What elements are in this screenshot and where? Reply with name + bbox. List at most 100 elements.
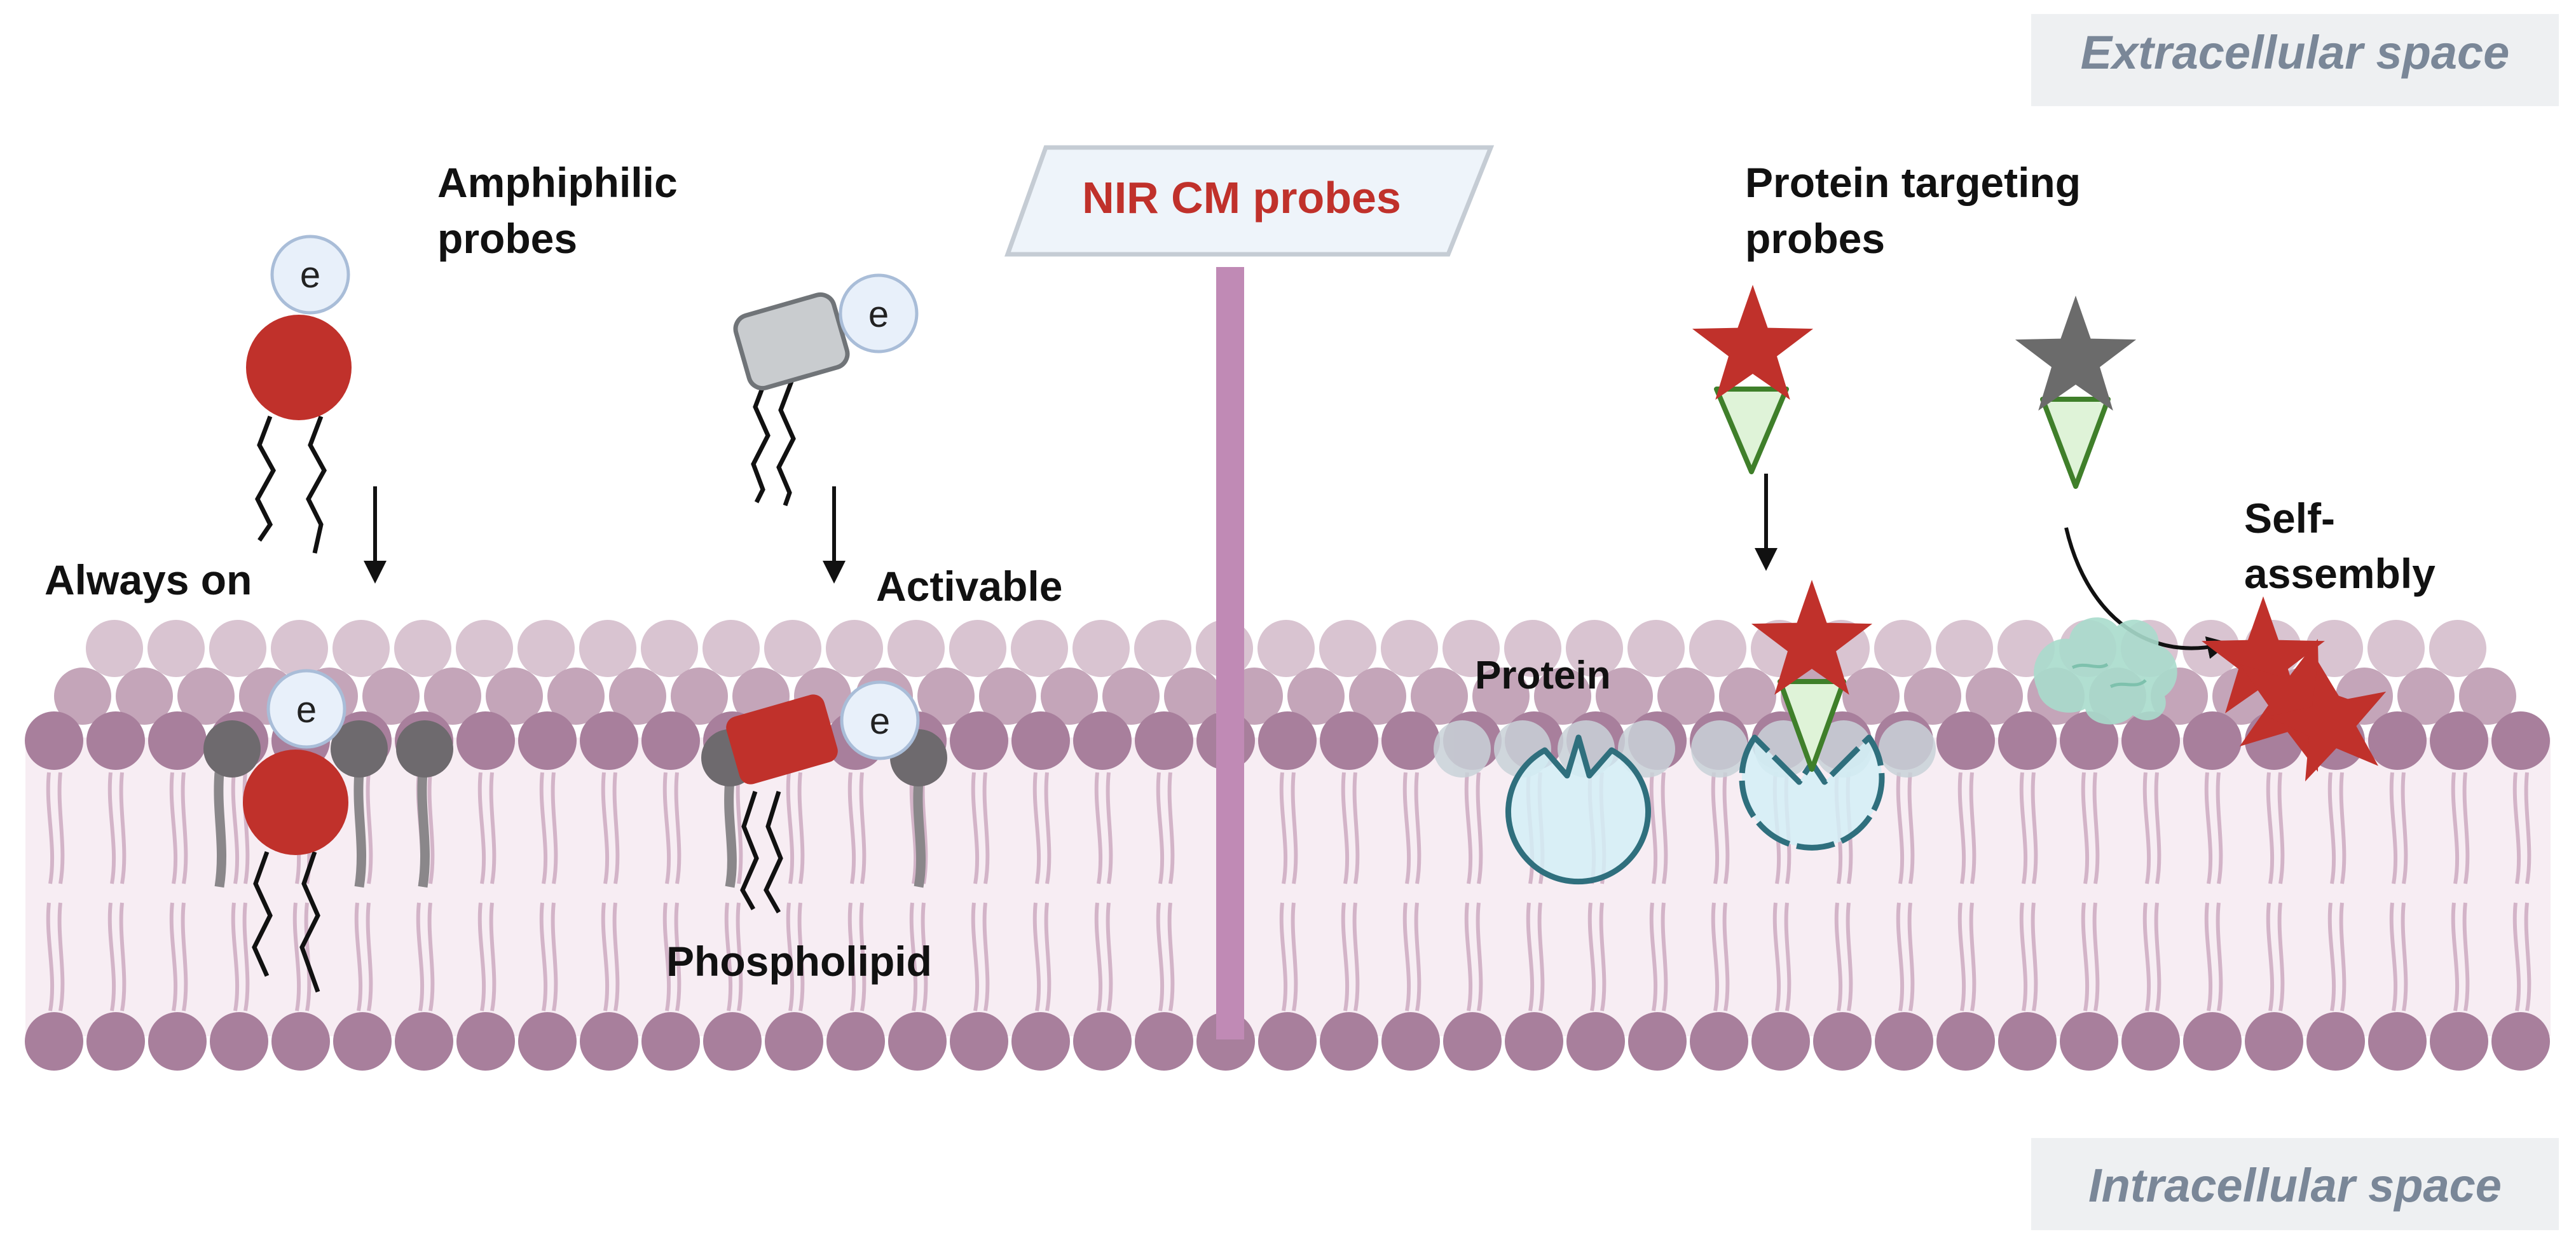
membrane-head	[333, 1012, 392, 1071]
lipid-tail	[231, 772, 240, 884]
membrane-head	[210, 1012, 268, 1071]
lipid-tail	[2339, 902, 2346, 1011]
lipid-tail	[1464, 902, 1473, 1011]
membrane-upper-back-heads	[86, 620, 2486, 677]
membrane-head	[1842, 668, 1900, 725]
membrane-head	[2183, 1012, 2242, 1071]
membrane-head	[1904, 668, 1961, 725]
always-on-probe-free: e	[246, 235, 352, 554]
protein-probe-bound	[1751, 580, 1873, 772]
lipid-tail	[1279, 902, 1288, 1011]
membrane-head	[1258, 1012, 1317, 1071]
membrane-head	[1381, 620, 1438, 677]
membrane-head	[332, 620, 390, 677]
membrane-head	[2306, 1012, 2365, 1071]
activable-label: Activable	[876, 563, 1062, 610]
lipid-tail	[2462, 772, 2470, 884]
lipid-tail	[1649, 902, 1658, 1011]
lipid-tail	[551, 772, 558, 884]
lipid-tail	[601, 902, 610, 1011]
membrane-head	[1719, 668, 1776, 725]
lipid-tail	[1969, 772, 1977, 884]
amphiphilic-probes-title: Amphiphilic probes	[437, 159, 689, 262]
membrane-head	[579, 620, 636, 677]
electron-icon: e	[266, 669, 346, 749]
membrane-lower-tails	[46, 902, 2531, 1011]
membrane-head	[826, 620, 883, 677]
lipid-tail	[982, 902, 990, 1011]
membrane-head	[703, 1012, 762, 1071]
lipid-tail	[2204, 902, 2213, 1011]
lipid-tail	[2401, 902, 2408, 1011]
lipid-tail	[1341, 902, 1350, 1011]
membrane-head	[580, 711, 638, 770]
membrane-head	[394, 620, 451, 677]
lipid-tail	[1094, 902, 1103, 1011]
lipid-tail	[57, 902, 65, 1011]
membrane-head	[1287, 668, 1345, 725]
membrane-head	[641, 620, 698, 677]
lipid-tail	[1476, 902, 1483, 1011]
lipid-tail	[1907, 772, 1915, 884]
lipid-tail	[107, 772, 116, 884]
membrane-head	[1041, 668, 1098, 725]
self-assembly-line2: assembly	[2244, 550, 2436, 597]
lipid-tail	[57, 772, 65, 884]
protein-probe-free	[1692, 285, 1814, 474]
electron-icon: e	[840, 680, 920, 760]
membrane-head	[765, 1012, 823, 1071]
lipid-tail	[724, 902, 733, 1011]
protein-probe-gray-free	[2015, 296, 2137, 489]
protein-targeting-title-line2: probes	[1745, 215, 1885, 262]
membrane-head	[25, 1012, 83, 1071]
lipid-tail	[1846, 902, 1853, 1011]
lipid-tail	[982, 772, 990, 884]
lipid-tail	[366, 902, 373, 1011]
membrane-head	[517, 620, 575, 677]
always-on-probe-embedded: e	[203, 669, 453, 993]
membrane-head	[1319, 620, 1376, 677]
membrane-head	[456, 1012, 515, 1071]
electron-icon: e	[270, 235, 350, 315]
membrane-head	[1505, 1012, 1563, 1071]
membrane-head	[486, 668, 543, 725]
lipid-tail	[354, 902, 363, 1011]
gray-phospholipid	[203, 720, 453, 888]
membrane-head	[362, 668, 420, 725]
lipid-tail	[1957, 902, 1966, 1011]
lipid-tail	[2204, 772, 2213, 884]
lipid-tail	[489, 902, 497, 1011]
lipid-tail	[1414, 902, 1422, 1011]
star-icon	[2239, 638, 2366, 772]
protein-receptor-1	[1505, 734, 1651, 885]
lipid-tail	[1969, 902, 1977, 1011]
membrane-head	[456, 711, 515, 770]
svg-text:e: e	[870, 701, 890, 742]
lipid-tail	[1156, 772, 1165, 884]
self-assembly-line1: Self-	[2244, 495, 2335, 542]
membrane-head	[54, 668, 111, 725]
lipid-tail	[1537, 902, 1545, 1011]
protein-targeting-title: Protein targeting probes	[1745, 159, 2092, 262]
membrane-head	[1257, 620, 1315, 677]
lipid-tail	[46, 902, 55, 1011]
membrane-head	[2430, 711, 2488, 770]
lipid-tail	[181, 902, 188, 1011]
membrane-head	[116, 668, 173, 725]
intracellular-label: Intracellular space	[2088, 1159, 2502, 1212]
membrane-head	[887, 620, 945, 677]
membrane-head	[518, 711, 577, 770]
lipid-tail	[169, 772, 178, 884]
protein-label: Protein	[1475, 654, 1611, 697]
membrane-head	[888, 1012, 947, 1071]
lipid-tail	[46, 772, 55, 884]
lipid-tail	[477, 902, 486, 1011]
lipid-tail	[2081, 902, 2090, 1011]
membrane-head	[2245, 1012, 2303, 1071]
membrane-head	[1102, 668, 1160, 725]
lipid-tail	[859, 902, 867, 1011]
lipid-tail	[797, 902, 805, 1011]
lipid-tail	[2277, 772, 2285, 884]
lipid-tail	[2401, 772, 2408, 884]
membrane-head	[1998, 1012, 2057, 1071]
